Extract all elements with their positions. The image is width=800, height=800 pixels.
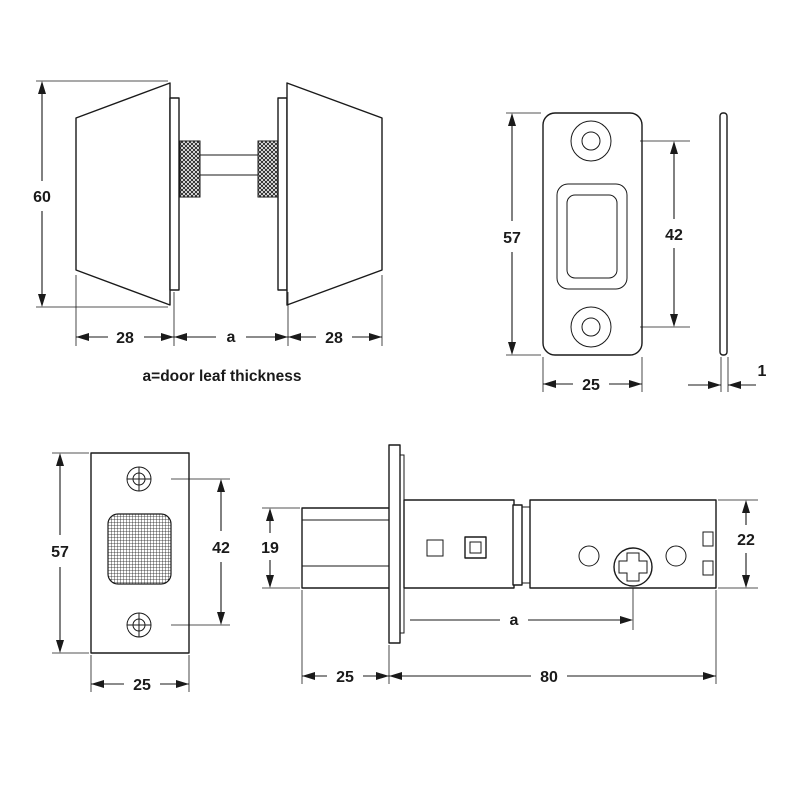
strike-thickness-label: 1 xyxy=(758,363,767,380)
rear-case-hole-right xyxy=(665,545,687,567)
arrowhead xyxy=(56,453,64,466)
latch-opening xyxy=(566,194,618,279)
spindle-cross-slot xyxy=(618,552,648,582)
faceplate-latch-bolt xyxy=(107,513,172,585)
strike-hole-spacing-label: 42 xyxy=(665,227,683,244)
spindle-hub xyxy=(613,547,653,587)
arrowhead xyxy=(275,333,288,341)
case-height-label: 22 xyxy=(737,532,755,549)
overall-length-label: 80 xyxy=(540,669,558,686)
strike-plate-side-profile xyxy=(719,112,728,356)
sleeve-joint xyxy=(512,504,523,586)
arrowhead xyxy=(703,672,716,680)
front-case-slot xyxy=(426,539,444,557)
arrowhead xyxy=(629,380,642,388)
arrowhead xyxy=(76,333,89,341)
arrowhead xyxy=(266,575,274,588)
arrowhead xyxy=(728,381,741,389)
rear-case-hole-left xyxy=(578,545,600,567)
latch-front-case xyxy=(403,499,515,589)
knob-left-width-label: 28 xyxy=(116,330,134,347)
arrowhead xyxy=(91,680,104,688)
faceplate-hole-spacing-label: 42 xyxy=(212,540,230,557)
strike-plate-view: 57 42 25 1 xyxy=(503,112,767,394)
rear-tab-bottom xyxy=(702,560,714,576)
latch-opening-outer xyxy=(556,183,628,290)
top-screw-hole-outer xyxy=(570,120,612,162)
knob-set-view: 60 28 a 28 a=door leaf thickness xyxy=(33,80,383,385)
arrowhead xyxy=(302,672,315,680)
arrowhead xyxy=(508,113,516,126)
latch-faceplate-view: 57 42 25 xyxy=(51,452,230,694)
arrowhead xyxy=(161,333,174,341)
top-screw-hole xyxy=(581,131,601,151)
arrowhead xyxy=(217,479,225,492)
latch-bolt xyxy=(301,507,391,589)
arrowhead xyxy=(670,314,678,327)
arrowhead xyxy=(266,508,274,521)
bolt-projection-label: 25 xyxy=(336,669,354,686)
rear-tab-top xyxy=(702,531,714,547)
front-case-square xyxy=(464,536,487,559)
bottom-screw-hole-outer xyxy=(570,306,612,348)
arrowhead xyxy=(176,680,189,688)
arrowhead xyxy=(288,333,301,341)
arrowhead xyxy=(174,333,187,341)
door-thickness-note: a=door leaf thickness xyxy=(143,368,302,385)
arrowhead xyxy=(217,612,225,625)
arrowhead xyxy=(620,616,633,624)
right-knob xyxy=(286,82,383,306)
front-case-square-inner xyxy=(469,541,482,554)
right-knurled-collar xyxy=(257,140,279,198)
arrowhead xyxy=(38,294,46,307)
backset-label: a xyxy=(510,612,519,629)
arrowhead xyxy=(38,81,46,94)
left-knurled-collar xyxy=(179,140,201,198)
left-knob xyxy=(75,82,171,306)
arrowhead xyxy=(742,500,750,513)
right-rose-plate xyxy=(277,97,288,291)
faceplate-width-label: 25 xyxy=(133,677,151,694)
arrowhead xyxy=(742,575,750,588)
arrowhead xyxy=(708,381,721,389)
arrowhead xyxy=(670,141,678,154)
knob-right-width-label: 28 xyxy=(325,330,343,347)
bolt-height-label: 19 xyxy=(261,540,279,557)
sleeve-joint-inner xyxy=(521,506,531,584)
knob-height-label: 60 xyxy=(33,189,51,206)
arrowhead xyxy=(543,380,556,388)
left-rose-plate xyxy=(169,97,180,291)
latch-body-view: 19 22 a 25 80 xyxy=(261,444,758,686)
arrowhead xyxy=(376,672,389,680)
arrowhead xyxy=(369,333,382,341)
bottom-screw-hole xyxy=(581,317,601,337)
arrowhead xyxy=(508,342,516,355)
strike-width-label: 25 xyxy=(582,377,600,394)
arrowhead xyxy=(389,672,402,680)
faceplate-height-label: 57 xyxy=(51,544,69,561)
strike-height-label: 57 xyxy=(503,230,521,247)
door-gap-label: a xyxy=(227,329,236,346)
arrowhead xyxy=(56,640,64,653)
strike-plate xyxy=(542,112,643,356)
latch-faceplate-edge xyxy=(388,444,401,644)
